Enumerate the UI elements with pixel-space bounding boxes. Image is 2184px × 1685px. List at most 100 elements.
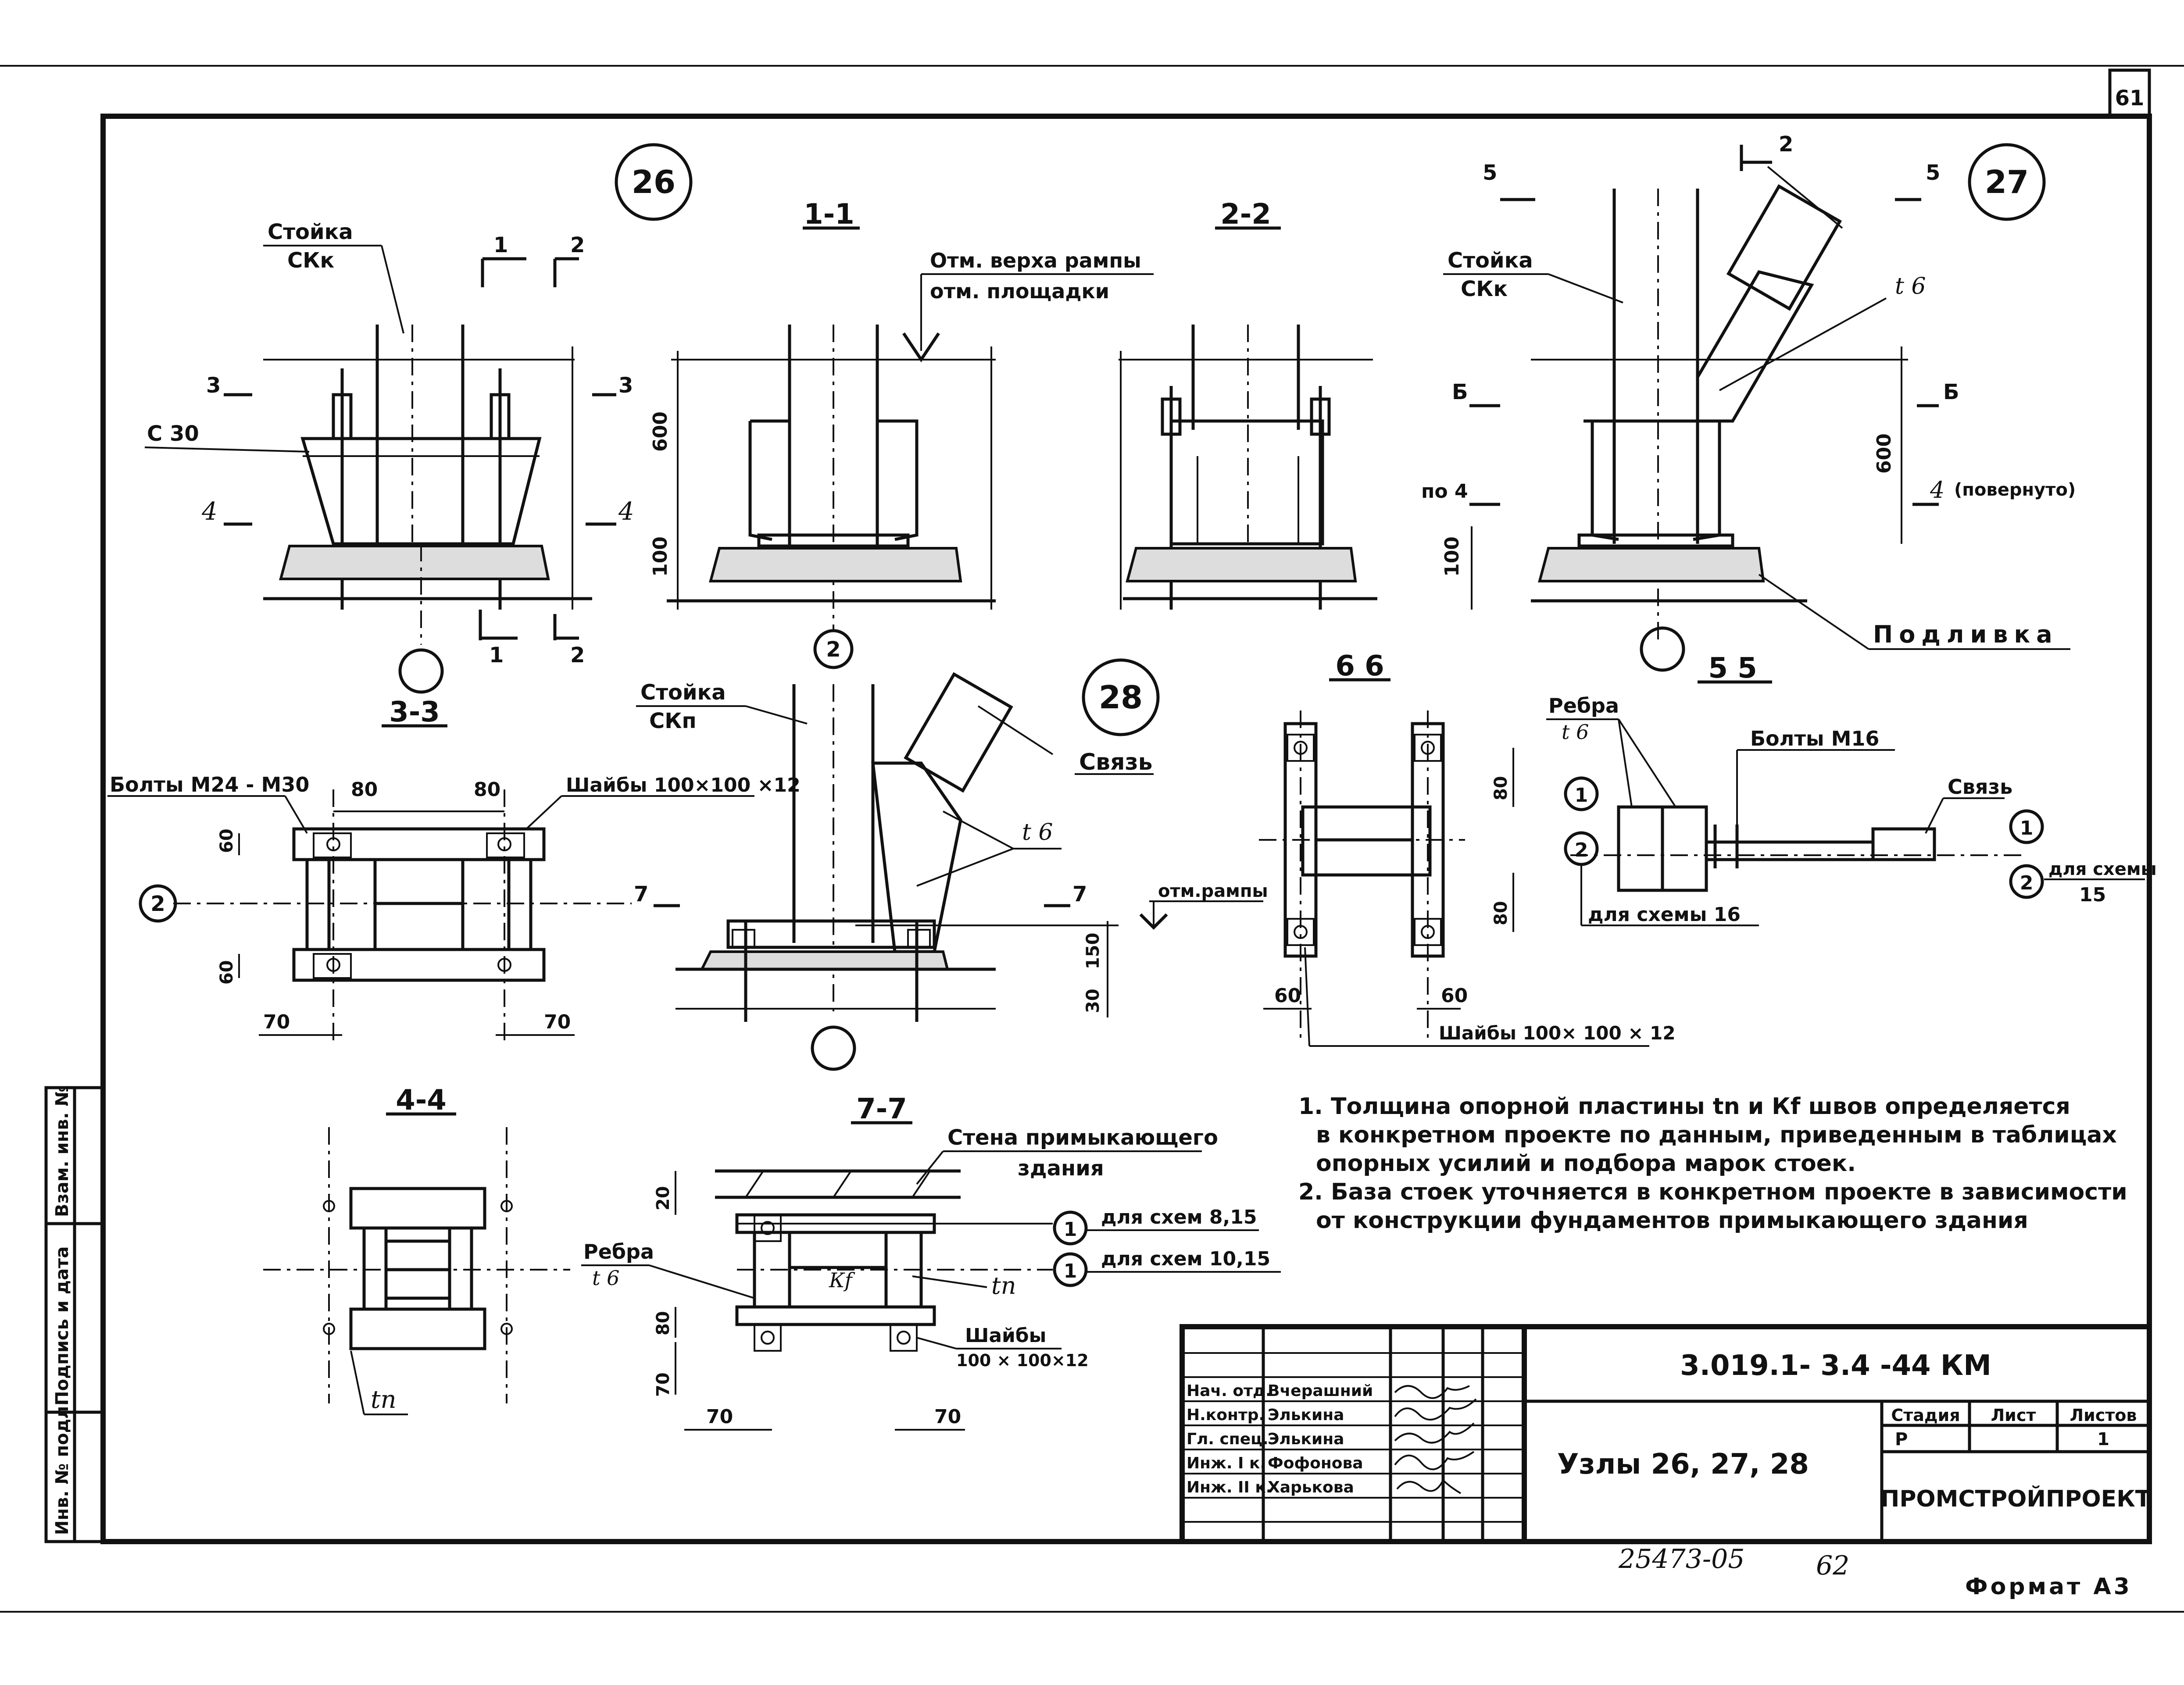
svg-text:60: 60: [1441, 985, 1468, 1007]
stamp-signature-date: Подпись и дата: [52, 1246, 72, 1406]
node-28-elevation: 28 Стойка СКп Связь t 6 отм.рампы 150 30: [634, 658, 1268, 1071]
note-2-line-2: от конструкции фундаментов примыкающего …: [1316, 1207, 2028, 1234]
svg-text:4: 4: [1930, 477, 1945, 503]
svg-text:6 6: 6 6: [1335, 650, 1384, 682]
svg-text:2: 2: [570, 233, 585, 257]
svg-text:27: 27: [1985, 164, 2029, 200]
node-27-elevation: 27 5 5 2 Стойка СКк t 6 600 100 Б Б п: [1421, 132, 2076, 672]
svg-text:по 4: по 4: [1421, 480, 1468, 503]
svg-text:80: 80: [351, 778, 378, 801]
svg-text:СКк: СКк: [1461, 277, 1508, 301]
svg-text:для схемы: для схемы: [2048, 859, 2157, 879]
svg-text:20: 20: [653, 1186, 673, 1210]
org-name: ПРОМСТРОЙПРОЕКТ: [1880, 1485, 2151, 1512]
section-6-6-plan: 6 6 80 80 60 60 Шайбы 100× 100 × 12: [1259, 650, 1676, 1047]
svg-text:80: 80: [1491, 901, 1511, 925]
svg-text:600: 600: [1873, 433, 1895, 474]
svg-text:отм.рампы: отм.рампы: [1158, 881, 1268, 901]
svg-text:для схем 10,15: для схем 10,15: [1101, 1248, 1270, 1270]
svg-text:60: 60: [217, 828, 237, 853]
page-number: 61: [2115, 86, 2145, 111]
svg-text:Элькина: Элькина: [1268, 1406, 1344, 1424]
svg-text:70: 70: [653, 1372, 673, 1397]
svg-text:Связь: Связь: [1948, 775, 2012, 799]
svg-text:Болты М16: Болты М16: [1750, 727, 1879, 750]
svg-text:Кf: Кf: [829, 1268, 855, 1292]
node-26-number: 26: [632, 164, 676, 200]
note-1-line-1: 1. Толщина опорной пластины tn и Кf швов…: [1298, 1093, 2070, 1120]
format-label: Формат А3: [1965, 1574, 2132, 1600]
svg-text:70: 70: [934, 1406, 961, 1428]
svg-text:4: 4: [201, 497, 218, 526]
svg-text:tn: tn: [991, 1272, 1016, 1299]
svg-text:70: 70: [544, 1011, 571, 1033]
svg-text:для схем 8,15: для схем 8,15: [1101, 1206, 1257, 1228]
svg-text:1: 1: [1575, 784, 1588, 807]
svg-text:Лист: Лист: [1991, 1406, 2036, 1425]
svg-text:здания: здания: [1018, 1156, 1104, 1181]
svg-text:(повернуто): (повернуто): [1954, 480, 2076, 500]
svg-text:5: 5: [1926, 161, 1940, 185]
notes-block: 1. Толщина опорной пластины tn и Кf швов…: [1298, 1093, 2127, 1234]
stoika-ckk-label-1: Стойка: [268, 220, 353, 244]
svg-text:1: 1: [2097, 1429, 2109, 1449]
signature-5: [1396, 1478, 1462, 1494]
svg-text:2: 2: [1575, 839, 1588, 861]
svg-text:600: 600: [649, 411, 672, 452]
svg-text:60: 60: [1274, 985, 1301, 1007]
svg-text:t 6: t 6: [1895, 273, 1926, 300]
doc-code: 3.019.1- 3.4 -44 КМ: [1680, 1349, 1991, 1382]
svg-text:tn: tn: [371, 1385, 397, 1414]
drawing-frame: [100, 114, 2152, 1544]
svg-text:70: 70: [263, 1011, 290, 1033]
svg-text:2: 2: [1779, 132, 1793, 157]
svg-text:Подливка: Подливка: [1873, 621, 2059, 648]
svg-text:Листов: Листов: [2070, 1406, 2137, 1425]
svg-text:Н.контр.: Н.контр.: [1187, 1406, 1265, 1424]
node-26-circle: [615, 143, 693, 221]
svg-text:30: 30: [1083, 989, 1103, 1013]
svg-text:7-7: 7-7: [856, 1093, 907, 1125]
svg-text:2: 2: [150, 892, 165, 916]
note-2-line-1: 2. База стоек уточняется в конкретном пр…: [1298, 1179, 2127, 1205]
svg-text:Нач. отд.: Нач. отд.: [1187, 1382, 1272, 1400]
svg-text:100 × 100×12: 100 × 100×12: [956, 1351, 1089, 1370]
svg-text:2: 2: [2020, 872, 2034, 894]
svg-text:Вчерашний: Вчерашний: [1268, 1382, 1373, 1400]
svg-text:Стойка: Стойка: [1448, 248, 1533, 273]
svg-text:80: 80: [1491, 776, 1511, 800]
svg-text:100: 100: [1441, 536, 1463, 577]
svg-text:Болты М24 - М30: Болты М24 - М30: [110, 773, 309, 796]
svg-text:Инж. I к.: Инж. I к.: [1187, 1454, 1266, 1472]
svg-text:Связь: Связь: [1079, 749, 1153, 775]
doc-title: Узлы 26, 27, 28: [1557, 1448, 1809, 1481]
signature-4: [1394, 1451, 1475, 1471]
c30-label: С 30: [147, 421, 199, 446]
svg-text:Шайбы 100× 100 × 12: Шайбы 100× 100 × 12: [1439, 1022, 1676, 1044]
svg-text:1: 1: [1064, 1218, 1077, 1241]
svg-text:СКп: СКп: [649, 709, 697, 733]
section-7-7-plan: 7-7 Стена примыкающего здания Кf Ребра t…: [581, 1093, 1281, 1431]
svg-text:150: 150: [1083, 933, 1103, 970]
svg-text:Харькова: Харькова: [1268, 1478, 1354, 1496]
svg-text:60: 60: [217, 960, 237, 985]
signature-2: [1394, 1398, 1477, 1421]
section-4-4-plan: 4-4 tn: [263, 1084, 570, 1415]
signature-3: [1394, 1422, 1475, 1444]
archive-number: 25473-05: [1618, 1544, 1745, 1574]
svg-text:80: 80: [653, 1311, 673, 1335]
axis-circle-26: [398, 648, 444, 694]
stamp-vzam-inv: Взам. инв. №: [52, 1085, 72, 1217]
svg-text:Элькина: Элькина: [1268, 1430, 1344, 1448]
svg-text:4-4: 4-4: [396, 1084, 447, 1117]
note-1-line-3: опорных усилий и подбора марок стоек.: [1316, 1150, 1856, 1177]
note-1-line-2: в конкретном проекте по данным, приведен…: [1316, 1122, 2117, 1148]
svg-text:1: 1: [2020, 817, 2034, 839]
svg-text:1-1: 1-1: [804, 198, 854, 231]
svg-text:Ребра: Ребра: [583, 1240, 654, 1264]
svg-text:Шайбы 100×100 ×12: Шайбы 100×100 ×12: [566, 774, 801, 796]
svg-text:4: 4: [618, 497, 634, 526]
svg-text:t 6: t 6: [1022, 819, 1053, 846]
section-1-1: 1-1 Отм. верха рампы отм. площадки 600 1…: [649, 198, 1154, 669]
